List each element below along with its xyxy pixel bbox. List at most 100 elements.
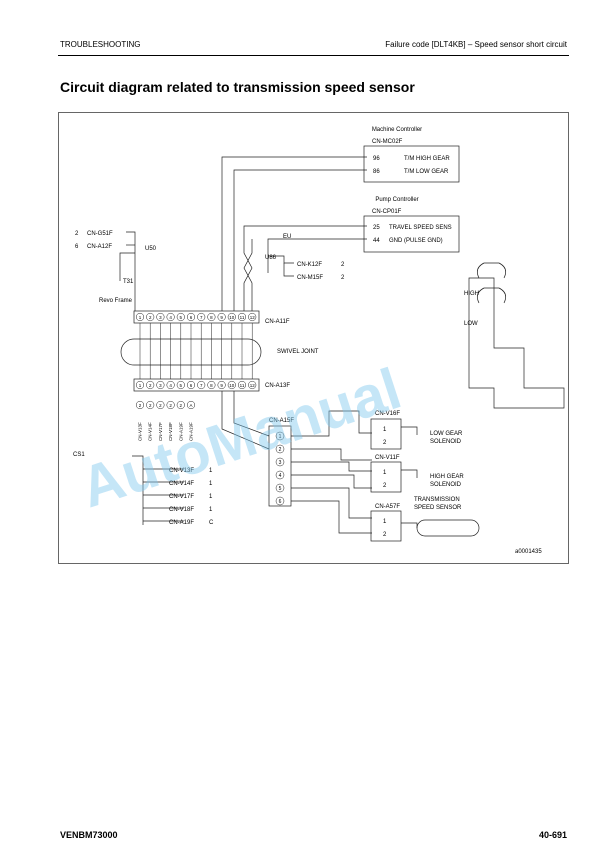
- speed-sensor-label-1: TRANSMISSION: [414, 497, 460, 503]
- machine-controller-title: Machine Controller: [372, 127, 422, 133]
- low-gear-pin-1: 1: [383, 427, 387, 433]
- swivel-pin-num: 8: [210, 383, 213, 388]
- swivel-pins-group: 1122334455667788991010111112122CN-V13F2C…: [135, 312, 257, 441]
- swivel-lower-pin-circle: [135, 400, 145, 410]
- pc-pin-25-label: TRAVEL SPEED SENS: [389, 225, 452, 231]
- swivel-pin-circle: [135, 312, 145, 322]
- swivel-lower-label: CN-V18F: [168, 422, 173, 441]
- pump-controller-connector: CN-CP01F: [372, 209, 402, 215]
- swivel-pin-num: 5: [180, 315, 183, 320]
- junction-pin-num: 3: [279, 460, 282, 466]
- branch-conn-2-pin: 2: [341, 275, 345, 281]
- swivel-lower-pin-num: 2: [159, 403, 162, 408]
- valve-high-solenoid: [477, 262, 506, 279]
- high-gear-label-2: SOLENOID: [430, 482, 462, 488]
- swivel-pin-circle: [248, 380, 257, 390]
- header-rule: [58, 55, 569, 56]
- swivel-pin-circle: [237, 312, 247, 322]
- swivel-pin-circle: [197, 312, 206, 322]
- left-conn-5-name: CN-A19F: [169, 520, 194, 526]
- junction-pin-num: 5: [279, 486, 282, 492]
- low-gear-label-2: SOLENOID: [430, 439, 462, 445]
- swivel-lower-pin-num: 2: [180, 403, 183, 408]
- swivel-pin-circle: [248, 312, 257, 322]
- junction-pin-circle: [275, 431, 285, 441]
- swivel-pin-num: 10: [229, 383, 235, 388]
- revo-frame-label: Revo Frame: [99, 298, 133, 304]
- machine-controller-connector: CN-MC02F: [372, 139, 403, 145]
- left-conn-4-pin: 1: [209, 507, 213, 513]
- swivel-top-connector-label: CN-A11F: [265, 319, 290, 325]
- low-gear-pin-2: 2: [383, 440, 387, 446]
- ground-t31: T31: [123, 279, 134, 285]
- swivel-pin-num: 4: [169, 383, 172, 388]
- swivel-lower-pin-circle: [186, 400, 196, 410]
- high-gear-label-1: HIGH GEAR: [430, 474, 464, 480]
- swivel-lower-pin-circle: [146, 400, 155, 410]
- pc-pin-44-num: 44: [373, 238, 380, 244]
- swivel-lower-label: CN-A19F: [189, 422, 194, 441]
- swivel-pin-circle: [166, 312, 175, 322]
- mc-pin-86-num: 86: [373, 169, 380, 175]
- cs1-label: CS1: [73, 452, 85, 458]
- left-conn-2-name: CN-V14F: [169, 481, 194, 487]
- swivel-pin-num: 11: [240, 383, 245, 388]
- junction-pin-num: 2: [279, 447, 282, 453]
- swivel-bottom-connector-label: CN-A13F: [265, 383, 290, 389]
- swivel-pin-num: 11: [240, 315, 245, 320]
- swivel-lower-pin-num: 2: [169, 403, 172, 408]
- high-gear-pin-2: 2: [383, 483, 387, 489]
- junction-pin-num: 6: [279, 499, 282, 505]
- diagram-labels: Machine Controller CN-MC02F 96 T/M HIGH …: [73, 127, 542, 555]
- mc-pin-96-label: T/M HIGH GEAR: [404, 156, 450, 162]
- swivel-pin-num: 12: [250, 315, 256, 320]
- machine-controller-box: [363, 145, 460, 183]
- swivel-lower-label: CN-V17F: [158, 422, 163, 441]
- footer-page-number: 40-691: [538, 830, 567, 840]
- branch-conn-1-pin: 2: [341, 262, 345, 268]
- low-gear-label-1: LOW GEAR: [430, 431, 463, 437]
- swivel-pin-num: 7: [200, 383, 203, 388]
- swivel-pin-num: 5: [180, 383, 183, 388]
- swivel-pin-num: 9: [220, 383, 223, 388]
- junction-pin-circle: [275, 444, 285, 454]
- gnd-conn-2-pin: 6: [75, 244, 79, 250]
- swivel-lower-pin-num: 2: [139, 403, 142, 408]
- junction-pin-circle: [275, 496, 285, 506]
- header-failure-code: Failure code [DLT4KB] – Speed sensor sho…: [385, 40, 567, 49]
- speed-sensor-body: [416, 519, 480, 537]
- junction-block: [268, 425, 292, 507]
- swivel-pin-circle: [237, 380, 247, 390]
- swivel-pin-num: 9: [220, 315, 223, 320]
- junction-pin-circle: [275, 470, 285, 480]
- swivel-pin-circle: [217, 312, 226, 322]
- low-gear-connector: CN-V16F: [375, 411, 400, 417]
- swivel-pin-circle: [176, 312, 185, 322]
- mc-pin-96-num: 96: [373, 156, 380, 162]
- swivel-pin-num: 2: [149, 315, 152, 320]
- watermark: AutoManual: [73, 356, 409, 520]
- valve-low-solenoid: [477, 287, 506, 304]
- left-conn-4-name: CN-V18F: [169, 507, 194, 513]
- swivel-pin-circle: [207, 312, 216, 322]
- swivel-pin-circle: [207, 380, 216, 390]
- swivel-pin-circle: [227, 380, 236, 390]
- swivel-pin-num: 1: [139, 383, 142, 388]
- left-conn-2-pin: 1: [209, 481, 213, 487]
- swivel-bottom-connector: [133, 378, 260, 392]
- junction-pin-circle: [275, 483, 285, 493]
- swivel-pin-num: 12: [250, 383, 256, 388]
- high-gear-pin-1: 1: [383, 470, 387, 476]
- splice-eu: EU: [283, 234, 291, 240]
- swivel-top-connector: [133, 310, 260, 324]
- gnd-conn-2-name: CN-A12F: [87, 244, 112, 250]
- swivel-pin-circle: [135, 380, 145, 390]
- gnd-conn-1-name: CN-G51F: [87, 231, 113, 237]
- swivel-pin-circle: [197, 380, 206, 390]
- swivel-pin-circle: [217, 380, 226, 390]
- header-section: TROUBLESHOOTING: [60, 40, 141, 49]
- left-conn-3-name: CN-V17F: [169, 494, 194, 500]
- speed-sensor-block: [370, 510, 402, 542]
- swivel-pin-circle: [146, 312, 155, 322]
